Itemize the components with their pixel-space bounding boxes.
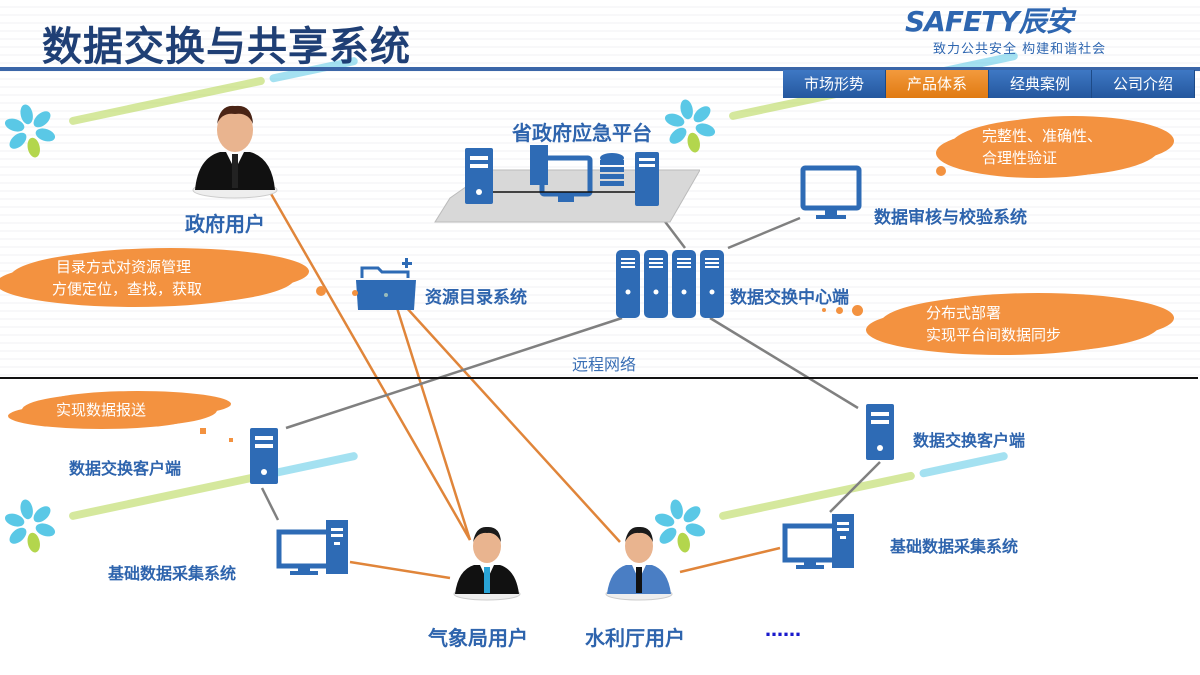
top-nav: 市场形势 产品体系 经典案例 公司介绍 [783,70,1195,98]
nav-tab-about[interactable]: 公司介绍 [1092,70,1195,98]
callout-audit-line1: 完整性、准确性、 [982,127,1103,145]
link-center-client-right [709,316,859,410]
water-user-label: 水利厅用户 [585,626,685,650]
callout-dot [229,438,233,442]
callout-dot [822,308,826,312]
more-users-ellipsis: …… [765,620,801,641]
callout-exchange-line1: 分布式部署 [926,304,1002,322]
collect-left-desktop-icon [276,520,348,575]
nav-tab-cases[interactable]: 经典案例 [989,70,1092,98]
callout-dot [316,286,326,296]
callout-exchange: 分布式部署 实现平台间数据同步 [880,295,1160,353]
audit-label: 数据审核与校验系统 [874,208,1027,228]
weather-user-label: 气象局用户 [428,626,528,650]
nav-tab-market[interactable]: 市场形势 [783,70,886,98]
callout-dot [352,290,358,296]
audit-monitor-icon [800,165,862,219]
server-tower-icon [465,148,493,204]
catalog-label: 资源目录系统 [425,288,527,308]
water-user-avatar [605,526,673,601]
callout-dot [852,305,863,316]
network-label: 远程网络 [572,355,637,374]
collect-left-label: 基础数据采集系统 [108,564,237,583]
callout-audit: 完整性、准确性、 合理性验证 [950,118,1160,176]
callout-dot [836,307,843,314]
folder-icon [356,258,416,310]
client-left-label: 数据交换客户端 [69,459,182,478]
link-client-collect-left [260,487,280,521]
callout-catalog-line2: 方便定位，查找，获取 [52,280,203,298]
callout-audit-line2: 合理性验证 [982,149,1058,167]
link-water-collect [679,546,781,574]
client-right-label: 数据交换客户端 [913,431,1026,450]
client-left-server-icon [250,428,278,484]
nav-tab-products[interactable]: 产品体系 [886,70,989,98]
title-underline [0,67,1200,71]
link-catalog-weather [390,291,472,541]
callout-catalog: 目录方式对资源管理 方便定位，查找，获取 [10,250,295,305]
gov-user-avatar [192,105,278,199]
link-catalog-water [394,294,621,543]
callout-dot [936,166,946,176]
database-icon [600,153,624,186]
platform-tray [434,145,700,223]
logo-text: SAFETY辰安 [905,5,1073,38]
callout-catalog-line1: 目录方式对资源管理 [56,258,192,276]
monitor-icon [539,155,593,197]
link-collect-weather [349,560,451,580]
link-gov-weather [268,191,472,541]
logo-slogan: 致力公共安全 构建和谐社会 [933,42,1107,57]
network-divider [0,377,1198,379]
collect-right-desktop-icon [782,514,854,569]
client-right-server-icon [866,404,894,460]
callout-report: 实现数据报送 [22,393,217,427]
link-client-collect-right [829,461,881,513]
link-center-client-left [285,316,623,430]
callout-dot [200,428,206,434]
platform-label: 省政府应急平台 [512,121,652,145]
page-title: 数据交换与共享系统 [42,24,411,70]
link-center-audit [727,216,801,250]
company-logo: SAFETY辰安 致力公共安全 构建和谐社会 [905,6,1195,66]
small-server-icon [530,145,548,185]
exchange-center-label: 数据交换中心端 [730,288,849,308]
weather-user-avatar [453,526,521,601]
callout-exchange-line2: 实现平台间数据同步 [926,326,1062,344]
collect-right-label: 基础数据采集系统 [890,537,1019,556]
callout-report-line1: 实现数据报送 [56,401,147,419]
gov-user-label: 政府用户 [185,212,265,236]
exchange-center-servers-icon [616,250,724,318]
